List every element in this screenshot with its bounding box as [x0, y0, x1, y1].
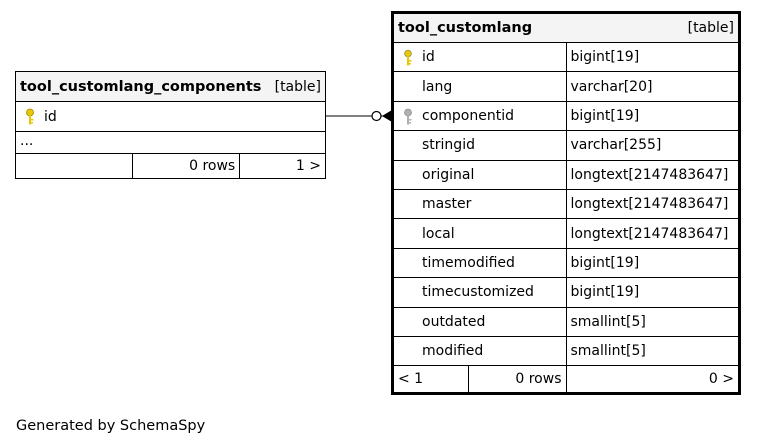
left-table-name[interactable]: tool_customlang_components — [20, 78, 262, 95]
table-row: id — [15, 101, 326, 132]
column-name-cell[interactable]: modified — [392, 335, 567, 367]
right-table-body: id bigint[19] lang varchar[20] componentid bi… — [392, 41, 740, 367]
column-name: master — [422, 196, 472, 213]
foreign-key-icon — [404, 108, 412, 125]
left-table[interactable]: tool_customlang_components [table] id ..… — [14, 71, 326, 179]
column-name: lang — [422, 78, 453, 95]
column-name-cell[interactable]: timecustomized — [392, 277, 567, 308]
right-table-footer: < 1 0 rows 0 > — [392, 365, 740, 395]
zero-marker — [371, 110, 382, 122]
left-footer-right[interactable]: 1 > — [239, 153, 326, 179]
column-name-cell[interactable]: original — [392, 159, 567, 190]
right-table-name[interactable]: tool_customlang — [398, 20, 533, 36]
column-name: timemodified — [422, 254, 515, 271]
right-table-header: tool_customlang [table] — [392, 12, 740, 43]
column-type: smallint[5] — [565, 306, 740, 337]
column-name-cell[interactable]: timemodified — [392, 247, 567, 279]
column-name-cell[interactable]: local — [392, 218, 567, 249]
table-row: timecustomized bigint[19] — [392, 277, 740, 308]
column-type: bigint[19] — [565, 41, 740, 73]
left-table-header-cell: tool_customlang_components [table] — [15, 71, 326, 102]
table-row: lang varchar[20] — [392, 71, 740, 102]
right-table-header-cell: tool_customlang [table] — [392, 12, 740, 43]
column-name-cell[interactable]: id — [392, 41, 567, 73]
left-footer-left — [14, 153, 134, 179]
column-type: varchar[255] — [565, 130, 740, 161]
column-type: varchar[20] — [565, 71, 740, 102]
column-type: longtext[2147483647] — [565, 159, 740, 190]
right-footer-left[interactable]: < 1 — [392, 365, 469, 395]
right-table-kind: [table] — [687, 20, 734, 36]
column-name: componentid — [422, 107, 514, 124]
table-row: modified smallint[5] — [392, 335, 740, 367]
column-name-cell[interactable]: master — [392, 188, 567, 220]
table-row: stringid varchar[255] — [392, 130, 740, 161]
column-name-cell[interactable]: outdated — [392, 306, 567, 337]
column-type: bigint[19] — [565, 277, 740, 308]
column-name-cell[interactable]: stringid — [392, 130, 567, 161]
left-table-kind: [table] — [274, 78, 321, 95]
table-row: ... — [15, 131, 326, 154]
column-name: id — [422, 49, 435, 66]
column-type: smallint[5] — [565, 335, 740, 367]
column-name: id — [44, 108, 57, 125]
column-name: original — [422, 166, 475, 183]
column-name: modified — [422, 343, 484, 360]
left-table-ellipsis: ... — [15, 131, 326, 154]
table-row: timemodified bigint[19] — [392, 247, 740, 279]
column-name: timecustomized — [422, 284, 534, 301]
left-table-header: tool_customlang_components [table] — [15, 71, 326, 102]
column-name: local — [422, 225, 455, 242]
left-footer-rows: 0 rows — [132, 153, 241, 179]
column-name: stringid — [422, 137, 475, 154]
table-row: componentid bigint[19] — [392, 100, 740, 132]
primary-key-icon — [26, 108, 34, 125]
column-name: outdated — [422, 313, 486, 330]
primary-key-icon — [404, 49, 412, 66]
generated-by-text: Generated by SchemaSpy — [16, 418, 206, 434]
column-type: bigint[19] — [565, 247, 740, 279]
left-column-id[interactable]: id — [15, 101, 326, 132]
column-type: longtext[2147483647] — [565, 218, 740, 249]
column-type: longtext[2147483647] — [565, 188, 740, 220]
crow-foot-marker — [382, 110, 392, 122]
table-row: outdated smallint[5] — [392, 306, 740, 337]
table-row: master longtext[2147483647] — [392, 188, 740, 220]
column-name-cell[interactable]: lang — [392, 71, 567, 102]
column-type: bigint[19] — [565, 100, 740, 132]
table-row: id bigint[19] — [392, 41, 740, 73]
table-row: local longtext[2147483647] — [392, 218, 740, 249]
column-name-cell[interactable]: componentid — [392, 100, 567, 132]
table-row: original longtext[2147483647] — [392, 159, 740, 190]
right-footer-right[interactable]: 0 > — [565, 365, 740, 395]
left-table-footer: 0 rows 1 > — [14, 153, 326, 179]
right-footer-rows: 0 rows — [467, 365, 567, 395]
